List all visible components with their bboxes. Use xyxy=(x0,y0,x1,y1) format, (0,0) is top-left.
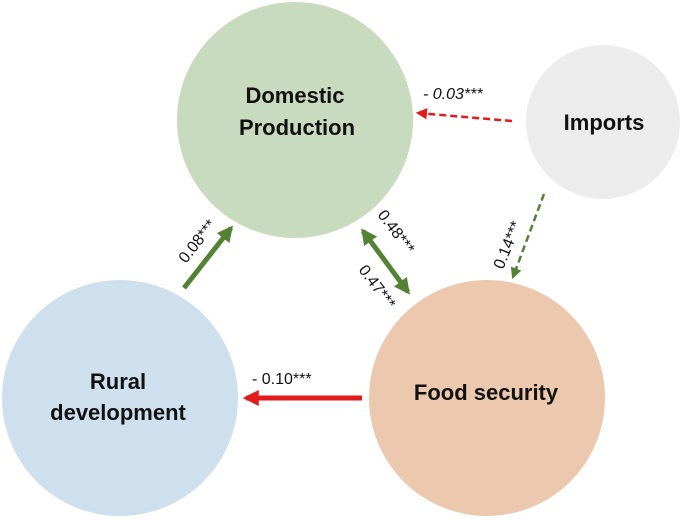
arrow-domestic-food-bidirectional xyxy=(360,228,411,295)
edge-label-food-to-rural: - 0.10*** xyxy=(252,371,312,388)
domestic-production-label-line2: Production xyxy=(239,115,355,140)
rural-development-label-line2: development xyxy=(50,400,186,425)
edge-label-imports-to-food: 0.14*** xyxy=(491,219,525,272)
arrow-imports-to-domestic xyxy=(415,108,513,123)
food-security-node xyxy=(369,280,605,516)
edge-label-imports-to-domestic: - 0.03*** xyxy=(423,86,483,103)
rural-development-label-line1: Rural xyxy=(90,369,146,394)
domestic-production-node xyxy=(177,2,413,238)
domestic-production-label-line1: Domestic xyxy=(245,83,344,108)
rural-development-node xyxy=(2,280,238,516)
edge-label-rural-to-domestic: 0.08*** xyxy=(176,217,220,267)
imports-label: Imports xyxy=(564,110,645,135)
arrow-rural-to-domestic xyxy=(182,225,233,290)
imports-node xyxy=(526,45,680,199)
food-security-label: Food security xyxy=(414,380,559,405)
edge-label-domestic-to-food: 0.48*** xyxy=(374,207,418,257)
arrow-imports-to-food xyxy=(510,193,546,280)
